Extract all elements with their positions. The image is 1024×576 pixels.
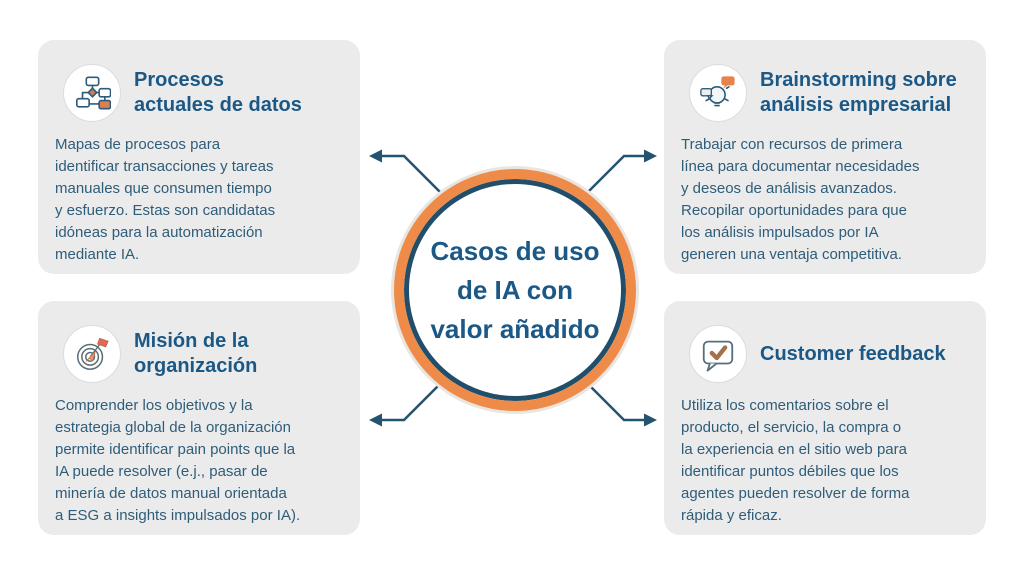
card-body: Mapas de procesos para identificar trans…: [55, 136, 276, 263]
card-body: Utiliza los comentarios sobre el product…: [681, 397, 910, 524]
target-icon: [76, 337, 109, 370]
card-header: Procesos actuales de datos: [63, 64, 340, 122]
icon-circle: [689, 64, 747, 122]
brainstorm-icon: [700, 76, 735, 107]
icon-circle: [63, 64, 121, 122]
card-body: Comprender los objetivos y la estrategia…: [55, 397, 301, 524]
icon-circle: [63, 325, 121, 383]
center-title: Casos de uso de IA con valor añadido: [430, 235, 600, 344]
card-header: Misión de la organización: [63, 325, 340, 383]
card-header: Customer feedback: [689, 325, 966, 383]
feedback-icon: [702, 340, 734, 372]
card-procesos-actuales-de-datos: Procesos actuales de datos Mapas de proc…: [38, 40, 360, 274]
flowchart-icon: [75, 76, 111, 110]
center-circle: Casos de uso de IA con valor añadido: [394, 169, 636, 411]
card-title: Misión de la organización: [134, 330, 258, 377]
card-header: Brainstorming sobre análisis empresarial: [689, 64, 966, 122]
card-title: Brainstorming sobre análisis empresarial: [760, 69, 957, 116]
card-customer-feedback: Customer feedback Utiliza los comentario…: [664, 301, 986, 535]
icon-circle: [689, 325, 747, 383]
arrowhead-bottom-left: [369, 413, 382, 427]
card-body: Trabajar con recursos de primera línea p…: [681, 136, 920, 263]
card-mision-de-la-organizacion: Misión de la organización Comprender los…: [38, 301, 360, 535]
card-brainstorming-analisis-empresarial: Brainstorming sobre análisis empresarial…: [664, 40, 986, 274]
card-title: Procesos actuales de datos: [134, 69, 302, 116]
card-title: Customer feedback: [760, 342, 946, 365]
arrowhead-top-right: [644, 149, 657, 163]
arrowhead-top-left: [369, 149, 382, 163]
arrowhead-bottom-right: [644, 413, 657, 427]
